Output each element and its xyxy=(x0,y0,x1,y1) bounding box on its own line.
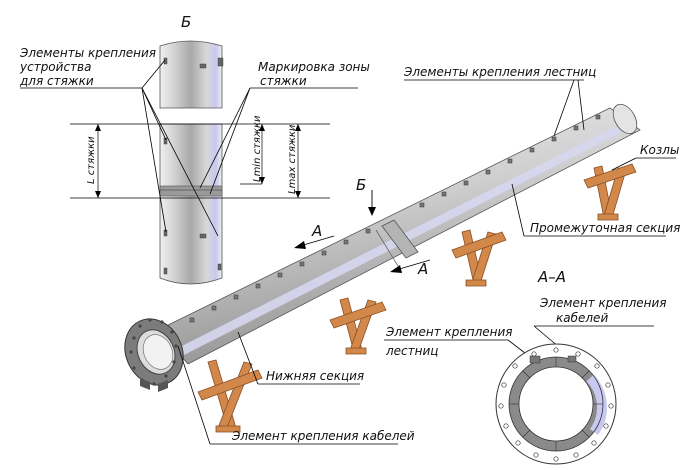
view-b-arrow-label: Б xyxy=(356,176,366,194)
section-a-left-label: А xyxy=(311,222,322,240)
ladder-fastener-tab xyxy=(529,355,541,364)
tie-fasteners-label-line2: устройства xyxy=(19,60,91,74)
trestle-4 xyxy=(583,163,637,221)
cable-fastener-tab xyxy=(567,355,577,363)
lmax-tie-dimension: Lmax стяжки xyxy=(287,124,298,194)
ladder-fastener-aa-line2: лестниц xyxy=(385,344,438,358)
section-aa-detail: А–А Элемент крепления кабелей Элемент кр… xyxy=(384,268,667,465)
view-b-upper-segment xyxy=(159,40,223,109)
tie-fasteners-label-line3: для стяжки xyxy=(19,74,94,88)
section-joint xyxy=(381,219,419,259)
trestle-3 xyxy=(451,229,507,287)
pipe-far-end xyxy=(612,103,638,135)
section-a-right-arrow-icon xyxy=(390,265,402,273)
ladder-fastener-lugs xyxy=(189,114,601,323)
ladder-fasteners-label: Элементы крепления лестниц xyxy=(403,65,596,79)
l-tie-dimension: L стяжки xyxy=(86,136,97,184)
view-b-lower-segment xyxy=(159,123,223,285)
trestle-1 xyxy=(197,359,263,433)
section-a-right-label: А xyxy=(417,260,428,278)
cable-fastener-aa-line1: Элемент крепления xyxy=(539,296,667,310)
view-b-title: Б xyxy=(181,13,191,31)
ladder-fastener-aa-line1: Элемент крепления xyxy=(385,325,513,339)
view-b-detail: Б Элементы крепления устройства для стяж… xyxy=(19,13,370,285)
cable-fastener-aa-line2: кабелей xyxy=(556,311,608,325)
trestles-label: Козлы xyxy=(640,143,679,157)
pipe-callouts: Элементы крепления лестниц Козлы Б Проме… xyxy=(177,65,680,445)
intermediate-section-label: Промежуточная секция xyxy=(530,221,680,235)
section-aa-title: А–А xyxy=(537,268,566,286)
tie-zone-label-line2: стяжки xyxy=(260,74,307,88)
pipe-assembly xyxy=(124,103,641,392)
view-b-arrow-icon xyxy=(368,207,376,216)
lmin-tie-dimension: Lmin стяжки xyxy=(252,115,263,182)
trestles xyxy=(197,163,637,433)
cable-fastener-label: Элемент крепления кабелей xyxy=(231,429,415,443)
lower-flange xyxy=(124,318,184,392)
lower-section-label: Нижняя секция xyxy=(266,369,364,383)
tie-fasteners-label-line1: Элементы крепления xyxy=(19,46,156,60)
trestle-2 xyxy=(329,297,387,355)
section-a-left-arrow-icon xyxy=(294,241,306,249)
tie-zone-band xyxy=(159,185,223,197)
tie-zone-label-line1: Маркировка зоны xyxy=(258,60,370,74)
